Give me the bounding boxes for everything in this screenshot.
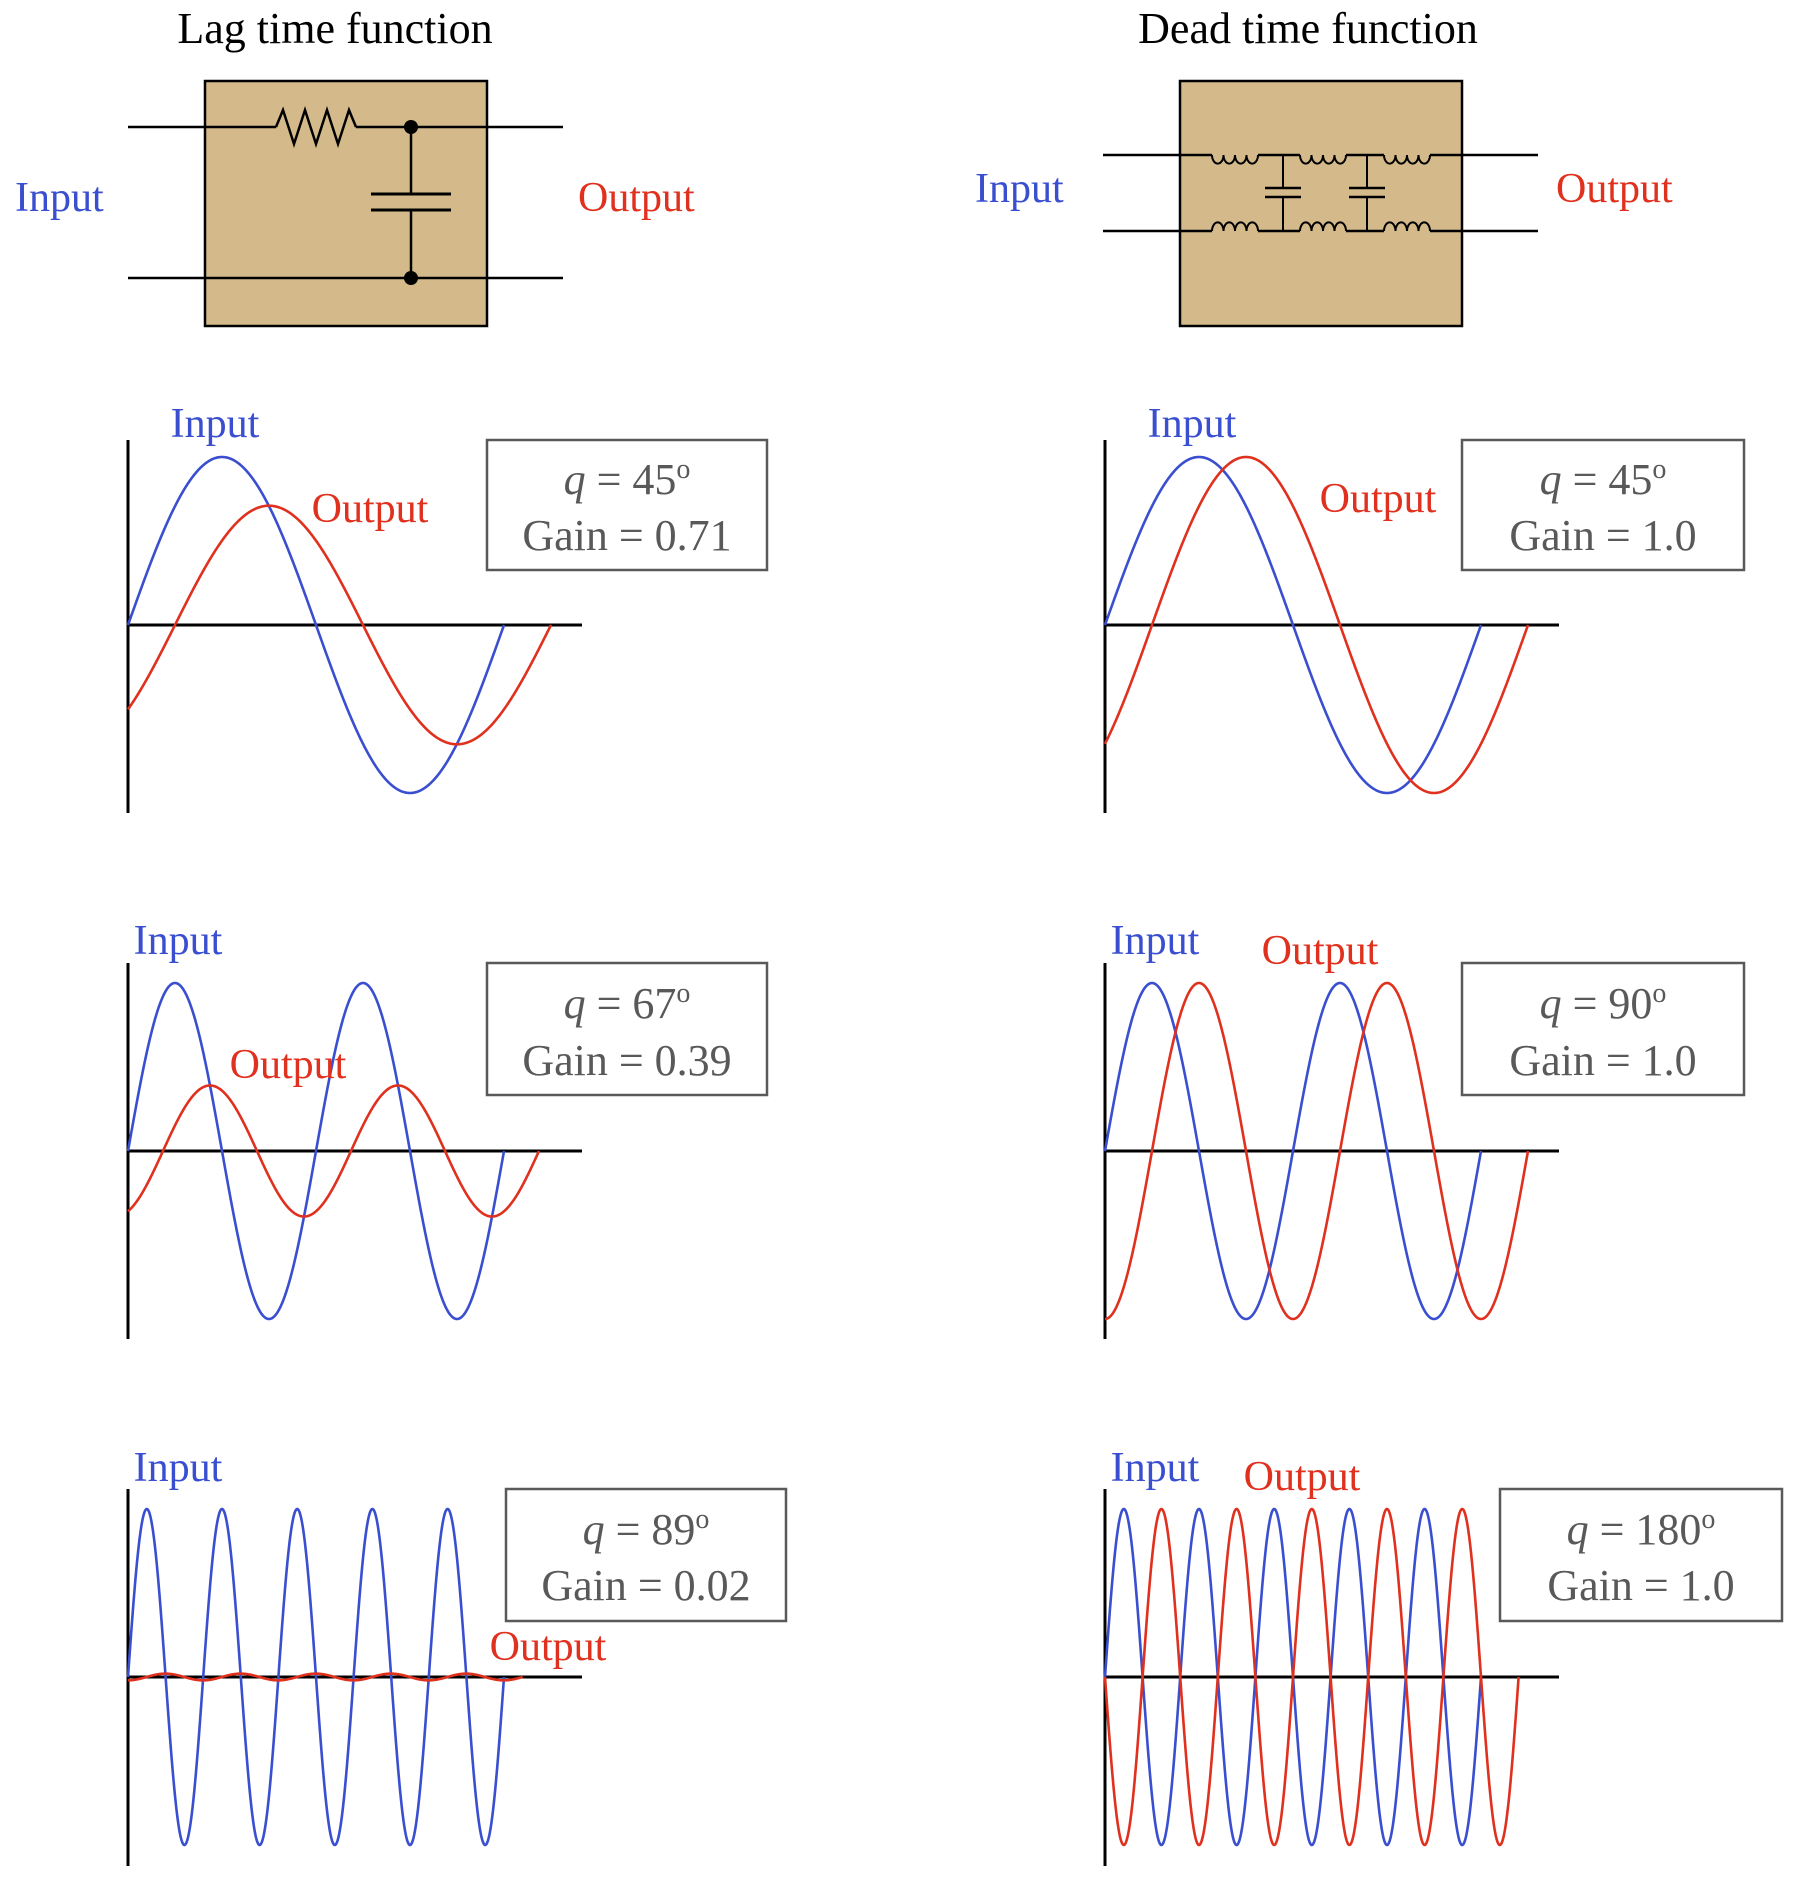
- gain-text: Gain = 0.39: [522, 1036, 731, 1085]
- degree-sign: o: [676, 454, 690, 485]
- phase-symbol: q: [583, 1505, 605, 1554]
- output-waveform: [127, 1084, 541, 1218]
- input-waveform: [1103, 455, 1483, 795]
- degree-sign: o: [676, 978, 690, 1009]
- degree-sign: o: [1652, 454, 1666, 485]
- input-waveform: [126, 455, 506, 795]
- output-label: Output: [1320, 476, 1437, 522]
- output-waveform: [1103, 1507, 1520, 1847]
- lag-output-label: Output: [578, 175, 695, 221]
- phase-symbol: q: [564, 979, 586, 1028]
- output-waveform: [126, 504, 553, 746]
- input-waveform: [126, 981, 506, 1321]
- input-label: Input: [1111, 1445, 1200, 1491]
- output-label: Output: [1244, 1454, 1361, 1500]
- input-label: Input: [134, 1445, 223, 1491]
- gain-text: Gain = 0.71: [522, 511, 731, 560]
- phase-symbol: q: [1540, 979, 1562, 1028]
- phase-value: = 180: [1589, 1505, 1702, 1554]
- phase-shift-text: q = 45o: [564, 454, 691, 504]
- input-label: Input: [171, 401, 260, 447]
- phase-shift-text: q = 45o: [1540, 454, 1667, 504]
- phase-value: = 89: [605, 1505, 696, 1554]
- phase-gain-box: [1460, 961, 1746, 1097]
- output-waveform: [1104, 981, 1530, 1321]
- dead-output-label: Output: [1556, 166, 1673, 212]
- phase-gain-box: [1460, 438, 1746, 572]
- phase-value: = 45: [586, 455, 677, 504]
- inductor-symbol: [1211, 221, 1259, 232]
- phase-shift-text: q = 67o: [564, 978, 691, 1028]
- output-waveform: [1103, 455, 1530, 795]
- inductor-symbol: [1383, 154, 1431, 165]
- output-label: Output: [490, 1624, 607, 1670]
- phase-value: = 45: [1562, 455, 1653, 504]
- degree-sign: o: [1652, 978, 1666, 1009]
- output-label: Output: [230, 1042, 347, 1088]
- dead-title: Dead time function: [1138, 4, 1478, 53]
- input-waveform: [1103, 981, 1483, 1321]
- input-label: Input: [1111, 918, 1200, 964]
- lag-title: Lag time function: [177, 4, 492, 53]
- phase-shift-text: q = 180o: [1567, 1504, 1716, 1554]
- inductor-symbol: [1299, 221, 1347, 232]
- inductor-symbol: [1211, 154, 1259, 165]
- dead-input-label: Input: [975, 166, 1064, 212]
- dead-filter-box: [1178, 79, 1464, 328]
- phase-symbol: q: [1540, 455, 1562, 504]
- degree-sign: o: [1701, 1504, 1715, 1535]
- phase-value: = 67: [586, 979, 677, 1028]
- input-label: Input: [1148, 401, 1237, 447]
- degree-sign: o: [695, 1504, 709, 1535]
- gain-text: Gain = 1.0: [1509, 511, 1696, 560]
- inductor-symbol: [1299, 154, 1347, 165]
- lag-input-label: Input: [15, 175, 104, 221]
- gain-text: Gain = 1.0: [1509, 1036, 1696, 1085]
- phase-gain-box: [1498, 1487, 1784, 1623]
- input-label: Input: [134, 918, 223, 964]
- phase-value: = 90: [1562, 979, 1653, 1028]
- inductor-symbol: [1383, 221, 1431, 232]
- phase-shift-text: q = 90o: [1540, 978, 1667, 1028]
- output-label: Output: [312, 486, 429, 532]
- phase-gain-box: [504, 1487, 788, 1623]
- phase-gain-box: [485, 961, 769, 1097]
- gain-text: Gain = 0.02: [541, 1561, 750, 1610]
- phase-shift-text: q = 89o: [583, 1504, 710, 1554]
- phase-gain-box: [485, 438, 769, 572]
- phase-symbol: q: [564, 455, 586, 504]
- phase-symbol: q: [1567, 1505, 1589, 1554]
- output-label: Output: [1262, 928, 1379, 974]
- output-waveform: [127, 1672, 523, 1682]
- resistor-symbol: [274, 105, 358, 149]
- gain-text: Gain = 1.0: [1547, 1561, 1734, 1610]
- input-waveform: [126, 1507, 506, 1847]
